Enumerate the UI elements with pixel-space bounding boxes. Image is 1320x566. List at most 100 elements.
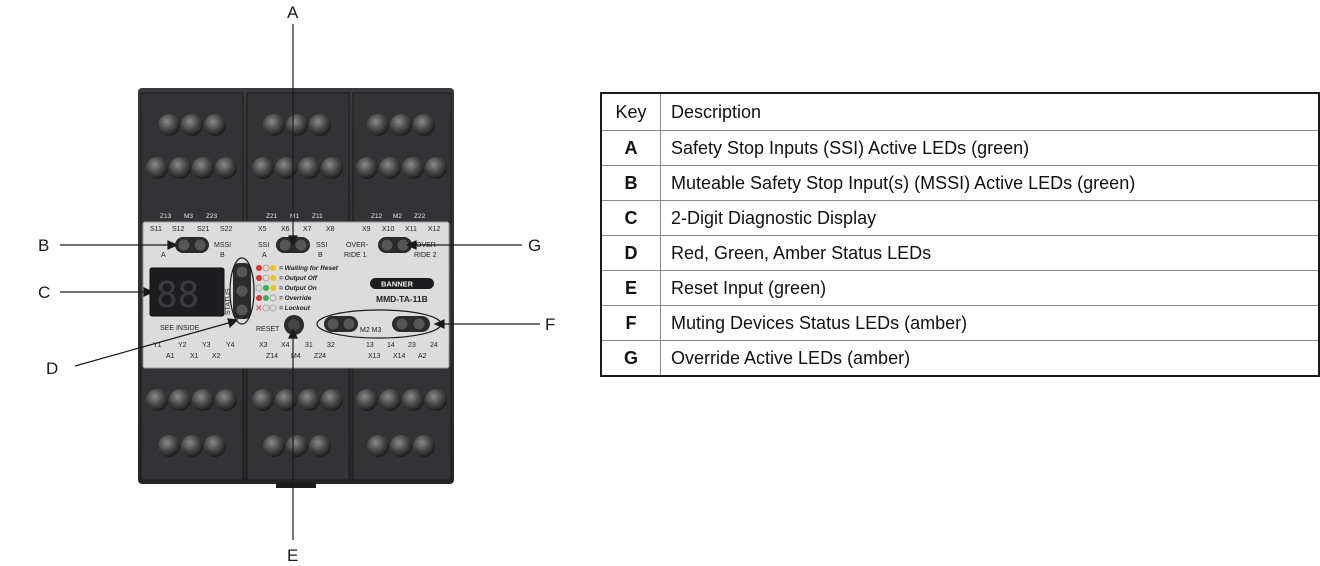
callout-g: G — [528, 236, 541, 255]
screw-terminal — [390, 435, 412, 457]
terminal-label: Z22 — [414, 213, 426, 220]
header-description: Description — [660, 92, 1320, 131]
callout-a: A — [287, 3, 299, 22]
row-key: C — [600, 200, 661, 236]
status-callout-ellipse — [229, 257, 255, 325]
terminal-label: A1 — [166, 353, 175, 360]
terminal-label: X5 — [258, 226, 267, 233]
terminal-label: 32 — [327, 342, 335, 349]
screw-terminal — [181, 435, 203, 457]
label-over: OVER- — [346, 242, 369, 249]
screw-terminal — [192, 389, 214, 411]
mssi-led — [178, 239, 190, 251]
screw-terminal — [286, 435, 308, 457]
terminal-label: M2 — [393, 213, 402, 220]
terminal-label: Y1 — [153, 342, 162, 349]
reset-led — [288, 319, 300, 331]
terminal-label: X4 — [281, 342, 290, 349]
terminal-label: M1 — [290, 213, 299, 220]
label-b: B — [318, 252, 323, 259]
screw-terminal — [413, 114, 435, 136]
top-screw-terminals — [146, 114, 447, 179]
callout-c: C — [38, 283, 50, 302]
terminal-label: Y3 — [202, 342, 211, 349]
row-key: A — [600, 130, 661, 166]
screw-terminal — [146, 157, 168, 179]
row-description: Override Active LEDs (amber) — [660, 340, 1320, 377]
ssi-led — [295, 239, 307, 251]
table-row: E Reset Input (green) — [600, 270, 1320, 306]
screw-terminal — [309, 435, 331, 457]
screw-terminal — [263, 114, 285, 136]
table-row: B Muteable Safety Stop Input(s) (MSSI) A… — [600, 165, 1320, 201]
callout-b: B — [38, 236, 49, 255]
screw-terminal — [298, 157, 320, 179]
legend-dot-red — [256, 265, 262, 271]
label-a: A — [262, 252, 267, 259]
terminal-label: A2 — [418, 353, 427, 360]
display-digits: 88 — [156, 275, 199, 316]
legend-waiting: = Waiting for Reset — [279, 265, 339, 272]
override-led — [397, 239, 409, 251]
status-led — [236, 285, 248, 297]
override-led — [381, 239, 393, 251]
screw-terminal — [275, 157, 297, 179]
screw-terminal — [425, 389, 447, 411]
row-key: F — [600, 305, 661, 341]
muting-led — [343, 318, 355, 330]
row-description: 2-Digit Diagnostic Display — [660, 200, 1320, 236]
table-row: F Muting Devices Status LEDs (amber) — [600, 305, 1320, 341]
terminal-label: Y2 — [178, 342, 187, 349]
terminal-label: X11 — [405, 226, 417, 233]
row-description: Red, Green, Amber Status LEDs — [660, 235, 1320, 271]
screw-terminal — [413, 435, 435, 457]
terminal-label: X14 — [393, 353, 406, 360]
arrowhead-f — [433, 319, 445, 329]
legend-dot-amber — [270, 275, 276, 281]
screw-terminal — [309, 114, 331, 136]
screw-terminal — [263, 435, 285, 457]
muting-led — [327, 318, 339, 330]
screw-terminal — [321, 389, 343, 411]
legend-dot-amber — [270, 265, 276, 271]
screw-terminal — [192, 157, 214, 179]
muting-led — [396, 318, 408, 330]
terminal-label: S21 — [197, 226, 210, 233]
diagnostic-display: 88 — [149, 267, 225, 317]
screw-terminal — [215, 157, 237, 179]
leader-lines — [60, 24, 540, 540]
row-description: Reset Input (green) — [660, 270, 1320, 306]
screw-terminal — [367, 435, 389, 457]
muting-led-pair-2 — [392, 316, 430, 332]
terminal-label: S11 — [150, 226, 162, 233]
bottom-screw-terminals — [146, 389, 447, 457]
status-led — [236, 266, 248, 278]
row-key: G — [600, 340, 661, 377]
brand-badge: BANNER MMD-TA-11B — [370, 278, 434, 304]
terminal-label: X3 — [259, 342, 268, 349]
label-ssi-a: SSI — [258, 242, 269, 249]
arrowhead-d — [227, 318, 239, 329]
panel-top-labels: S11 S12 S21 S22 X5 X6 X7 X8 X9 X10 X11 X… — [150, 226, 441, 233]
key-table: Key Description A Safety Stop Inputs (SS… — [600, 92, 1320, 377]
screw-terminal — [425, 157, 447, 179]
status-led-column: STATUS — [225, 263, 251, 319]
safety-module: Z13 M3 Z23 Z21 M1 Z11 Z12 M2 Z22 S11 S12… — [138, 88, 454, 488]
screw-terminal — [367, 114, 389, 136]
label-a: A — [161, 252, 166, 259]
screw-terminal — [356, 389, 378, 411]
row-description: Muteable Safety Stop Input(s) (MSSI) Act… — [660, 165, 1320, 201]
din-rail-clip — [276, 482, 316, 488]
terminal-label: X13 — [368, 353, 381, 360]
front-panel — [142, 221, 450, 369]
terminal-label: Z14 — [266, 353, 278, 360]
terminal-label: Z12 — [371, 213, 383, 220]
header-key: Key — [600, 92, 661, 131]
terminal-block-bottom-mid — [246, 367, 350, 481]
terminal-label: X2 — [212, 353, 221, 360]
screw-terminal — [158, 435, 180, 457]
arrowhead-e — [288, 327, 298, 339]
terminal-label: Z23 — [206, 213, 218, 220]
model-number: MMD-TA-11B — [376, 294, 428, 304]
reset-label: RESET — [256, 326, 280, 333]
